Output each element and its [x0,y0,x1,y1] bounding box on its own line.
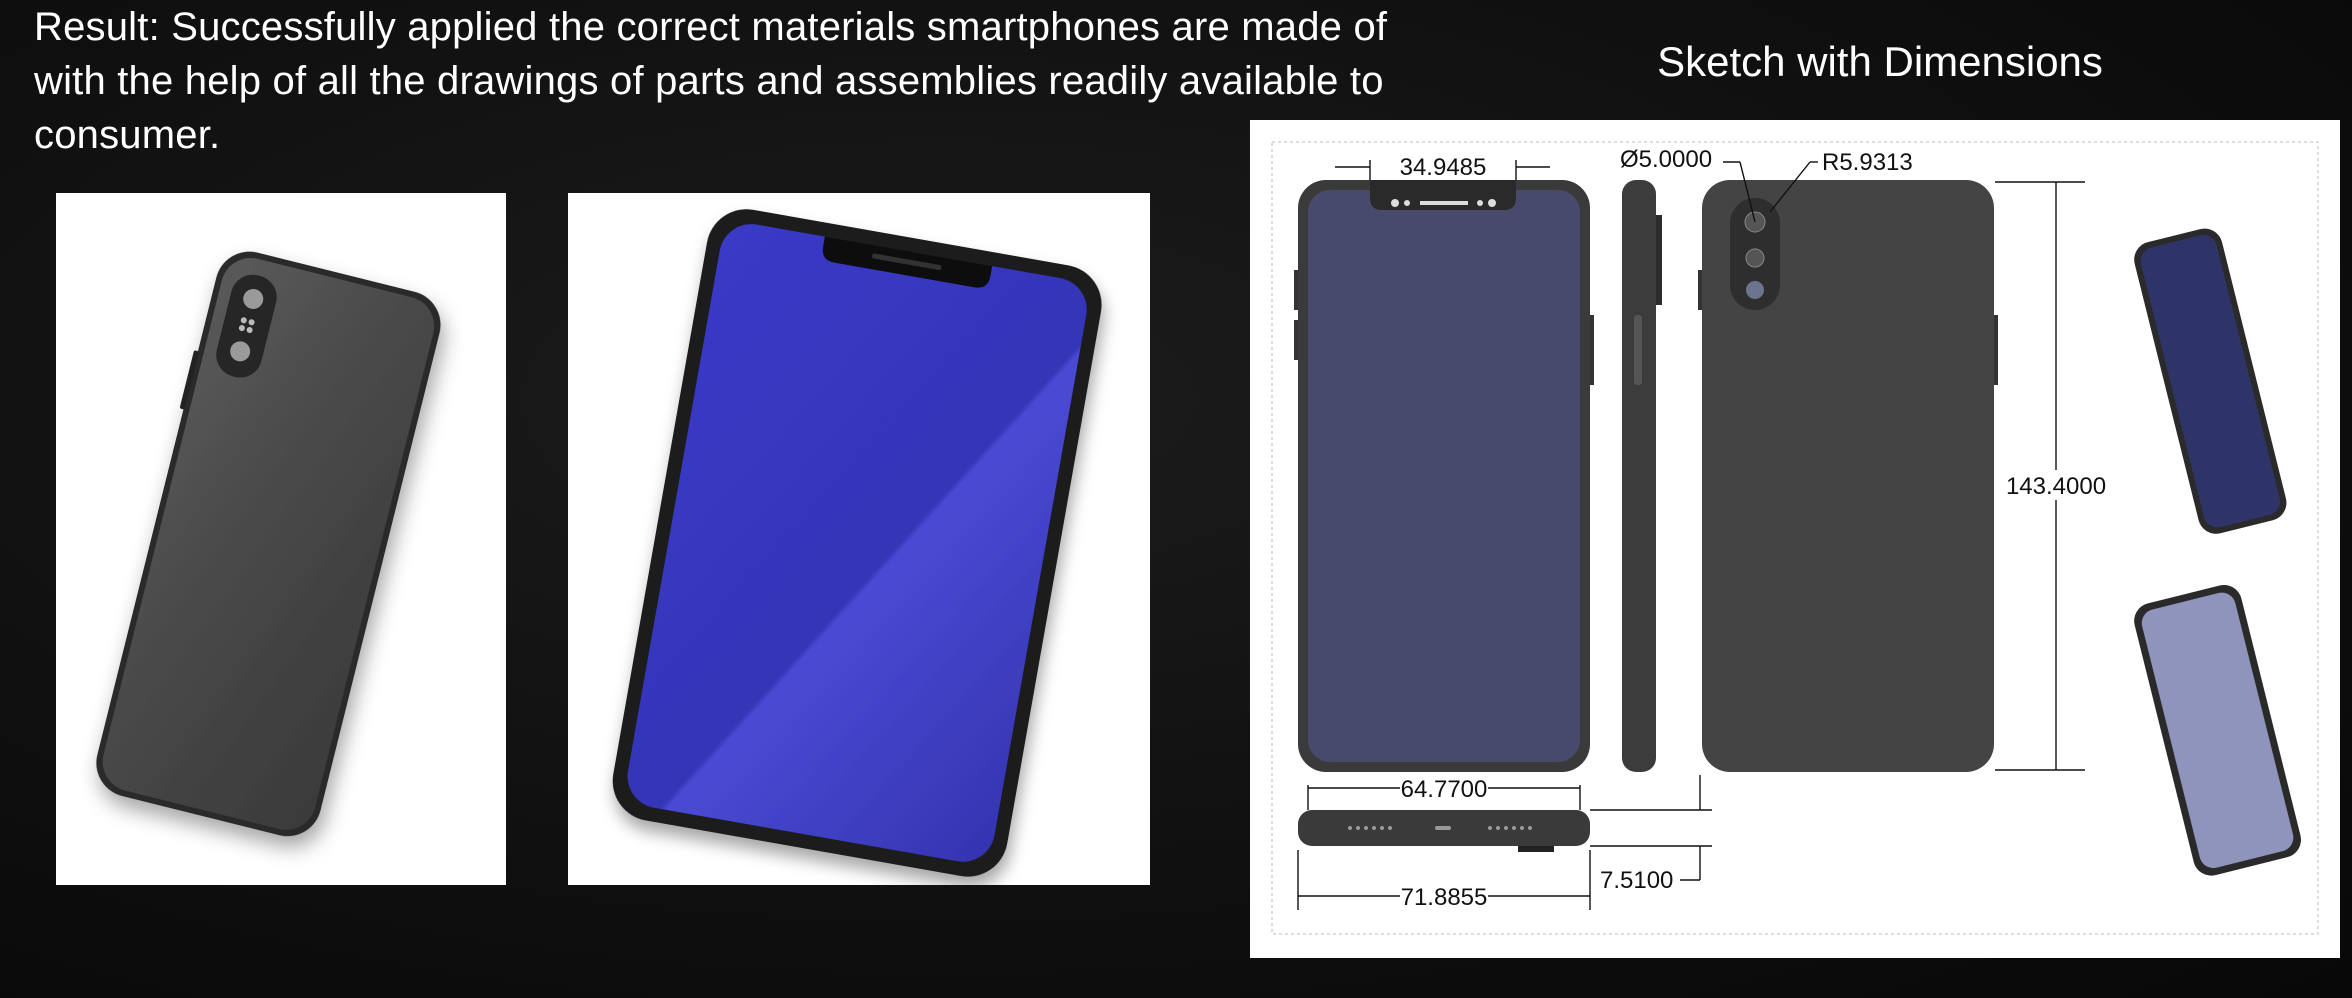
back-view [1698,180,1998,772]
dim-camera-diameter: Ø5.0000 [1620,146,1712,173]
bottom-view [1298,810,1590,852]
iso-view-light [2134,584,2301,876]
iso-view-blue [2134,228,2287,534]
technical-drawing: 34.9485 Ø5.0000 R5.9313 143.4000 64.7700… [1250,120,2340,958]
phone-back-render [96,251,441,837]
sketch-title: Sketch with Dimensions [1657,38,2103,85]
dim-height: 143.4000 [2006,473,2106,500]
dim-overall-width: 71.8855 [1401,884,1488,911]
render-back-view [56,193,506,885]
dimension-sketch: 34.9485 Ø5.0000 R5.9313 143.4000 64.7700… [1271,141,2319,935]
result-description: Result: Successfully applied the correct… [34,5,1388,157]
dim-notch-width: 34.9485 [1400,154,1487,181]
front-view [1294,180,1594,772]
render-front-view [568,193,1150,885]
phone-front-render [612,209,1102,877]
dim-screen-width: 64.7700 [1401,776,1488,803]
side-view [1622,180,1662,772]
dim-thickness: 7.5100 [1600,867,1673,894]
dim-camera-radius: R5.9313 [1822,149,1913,176]
